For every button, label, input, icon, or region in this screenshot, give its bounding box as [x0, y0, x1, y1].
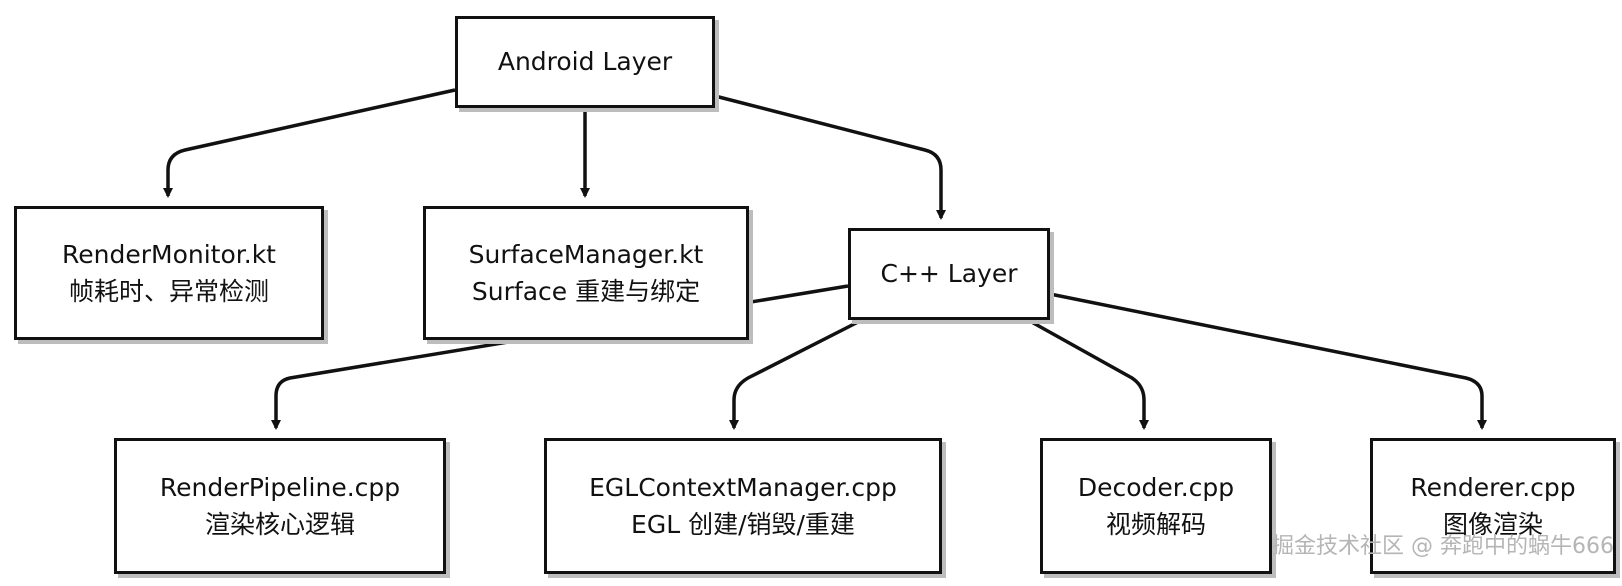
node-title: RenderPipeline.cpp: [159, 472, 401, 502]
node-cpp-layer: C++ Layer: [848, 228, 1050, 320]
edge-android-to-monitor: [163, 88, 456, 198]
node-subtitle: 渲染核心逻辑: [204, 510, 355, 539]
node-title: C++ Layer: [880, 259, 1018, 289]
node-render-monitor: RenderMonitor.kt 帧耗时、异常检测: [14, 206, 324, 340]
node-subtitle: EGL 创建/销毁/重建: [631, 510, 855, 539]
node-subtitle: 图像渲染: [1442, 510, 1543, 539]
node-title: RenderMonitor.kt: [62, 239, 276, 269]
node-title: Renderer.cpp: [1410, 472, 1576, 502]
edge-cpp-to-renderer: [1049, 292, 1487, 430]
edge-cpp-to-decoder: [1027, 318, 1149, 430]
node-android-layer: Android Layer: [455, 16, 715, 108]
node-subtitle: 帧耗时、异常检测: [68, 277, 269, 306]
node-render-pipeline: RenderPipeline.cpp 渲染核心逻辑: [114, 438, 446, 574]
node-decoder: Decoder.cpp 视频解码: [1040, 438, 1272, 574]
node-egl-context-manager: EGLContextManager.cpp EGL 创建/销毁/重建: [544, 438, 942, 574]
node-title: EGLContextManager.cpp: [589, 472, 897, 502]
node-title: Decoder.cpp: [1077, 472, 1235, 502]
node-subtitle: 视频解码: [1105, 510, 1206, 539]
edge-cpp-to-egl: [729, 318, 863, 430]
node-title: SurfaceManager.kt: [468, 239, 704, 269]
node-title: Android Layer: [497, 47, 673, 77]
node-surface-manager: SurfaceManager.kt Surface 重建与绑定: [423, 206, 749, 340]
watermark-text: 掘金技术社区 @ 奔跑中的蜗牛666: [1272, 534, 1614, 559]
edge-android-to-cpp: [714, 94, 946, 220]
edge-cpp-to-pipeline: [271, 284, 849, 430]
node-renderer: Renderer.cpp 图像渲染: [1370, 438, 1616, 574]
node-subtitle: Surface 重建与绑定: [471, 277, 701, 306]
